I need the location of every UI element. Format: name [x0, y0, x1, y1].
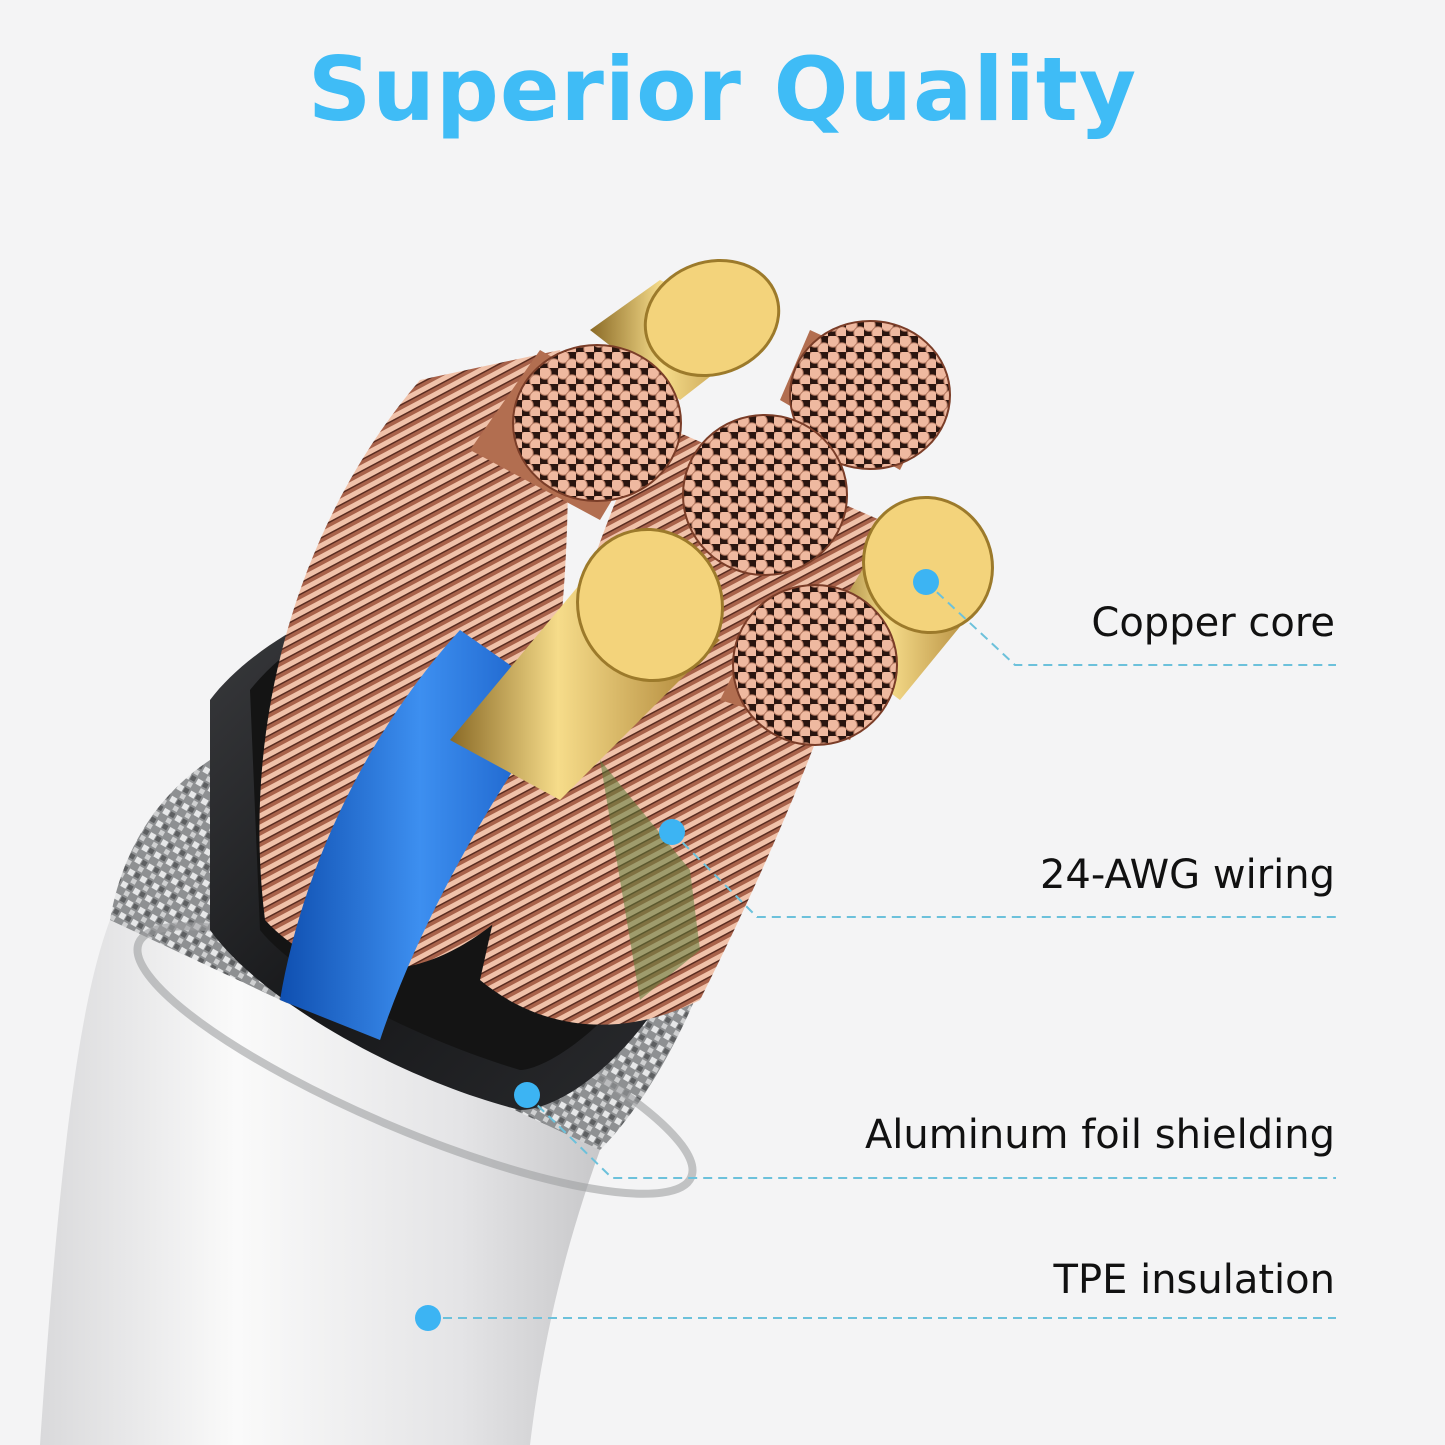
callout-dot-copper-core [913, 569, 939, 595]
strand-bundles [470, 320, 951, 746]
callout-label-aluminum-foil-shielding: Aluminum foil shielding [864, 1112, 1335, 1158]
page-title: Superior Quality [307, 38, 1138, 141]
callout-dot-awg-wiring [659, 819, 685, 845]
callout-lines [428, 581, 1336, 1319]
callout-dot-tpe-insulation [415, 1305, 441, 1331]
callout-label-tpe-insulation: TPE insulation [1053, 1257, 1335, 1303]
callout-label-awg-wiring: 24-AWG wiring [1039, 852, 1335, 898]
callout-label-copper-core: Copper core [1091, 600, 1335, 646]
callout-dot-aluminum-foil [514, 1082, 540, 1108]
callout-dots [415, 569, 939, 1331]
